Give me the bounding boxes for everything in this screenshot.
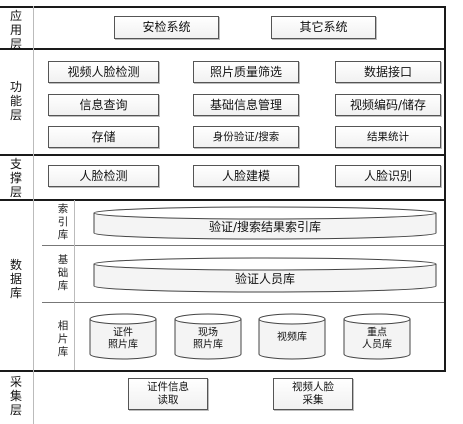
db-key-person-label: 重点 人员库 bbox=[362, 327, 392, 351]
func-box-identity-verify-search: 身份验证/搜索 bbox=[193, 126, 299, 148]
db-index-cylinder: 验证/搜索结果索引库 bbox=[92, 205, 438, 241]
db-scene-photo-shape bbox=[174, 313, 242, 360]
db-id-photo-cylinder: 证件 照片库 bbox=[88, 312, 158, 362]
db-video-cylinder: 视频库 bbox=[257, 312, 327, 362]
db-id-photo-shape bbox=[89, 313, 157, 360]
db-base-cylinder: 验证人员库 bbox=[92, 256, 438, 294]
func-box-basic-info-mgmt: 基础信息管理 bbox=[193, 94, 299, 116]
divider-base-photo bbox=[42, 302, 444, 303]
db-index-cylinder-shape bbox=[93, 206, 437, 240]
divider-support-data bbox=[0, 199, 446, 201]
func-box-photo-quality-filter: 照片质量筛选 bbox=[193, 61, 299, 83]
divider-app-function bbox=[0, 48, 446, 50]
layer-label-function: 功能层 bbox=[9, 80, 22, 122]
sub-label-photo: 相片库 bbox=[57, 320, 69, 358]
frame-top-line bbox=[0, 6, 446, 8]
collect-box-video-face-capture: 视频人脸 采集 bbox=[273, 378, 353, 410]
layer-label-data: 数据库 bbox=[9, 258, 22, 300]
data-sub-label-line bbox=[74, 200, 75, 370]
db-key-person-shape bbox=[343, 313, 411, 360]
func-box-video-encode-store: 视频编码/储存 bbox=[335, 94, 441, 116]
divider-function-support bbox=[0, 154, 446, 156]
layer-label-collection: 采集层 bbox=[9, 375, 22, 417]
db-base-cylinder-shape bbox=[93, 257, 437, 293]
db-video-label: 视频库 bbox=[277, 332, 307, 344]
label-column-line bbox=[33, 6, 34, 424]
support-box-face-detection: 人脸检测 bbox=[48, 165, 159, 187]
support-box-face-recognition: 人脸识别 bbox=[335, 165, 441, 187]
db-id-photo-label: 证件 照片库 bbox=[108, 327, 138, 351]
db-scene-photo-label: 现场 照片库 bbox=[193, 327, 223, 351]
func-box-video-face-detection: 视频人脸检测 bbox=[48, 61, 159, 83]
support-box-face-modeling: 人脸建模 bbox=[193, 165, 299, 187]
layer-label-application: 应用层 bbox=[9, 9, 22, 51]
app-box-security-system: 安检系统 bbox=[114, 16, 219, 39]
func-box-storage: 存储 bbox=[48, 126, 159, 148]
db-scene-photo-cylinder: 现场 照片库 bbox=[173, 312, 243, 362]
frame-right-line bbox=[444, 6, 446, 372]
sub-label-index: 索引库 bbox=[57, 203, 69, 241]
divider-index-base bbox=[42, 245, 444, 246]
app-box-other-systems: 其它系统 bbox=[271, 16, 376, 39]
func-box-data-interface: 数据接口 bbox=[335, 61, 441, 83]
db-video-shape bbox=[258, 313, 326, 360]
db-key-person-cylinder: 重点 人员库 bbox=[342, 312, 412, 362]
sub-label-base: 基础库 bbox=[57, 254, 69, 292]
db-base-label: 验证人员库 bbox=[234, 271, 295, 286]
layer-label-support: 支撑层 bbox=[9, 157, 22, 199]
collect-box-id-info-read: 证件信息 读取 bbox=[128, 378, 208, 410]
func-box-info-query: 信息查询 bbox=[48, 94, 159, 116]
func-box-result-statistics: 结果统计 bbox=[335, 126, 441, 148]
divider-data-collection bbox=[0, 370, 446, 372]
db-index-label: 验证/搜索结果索引库 bbox=[208, 219, 322, 234]
